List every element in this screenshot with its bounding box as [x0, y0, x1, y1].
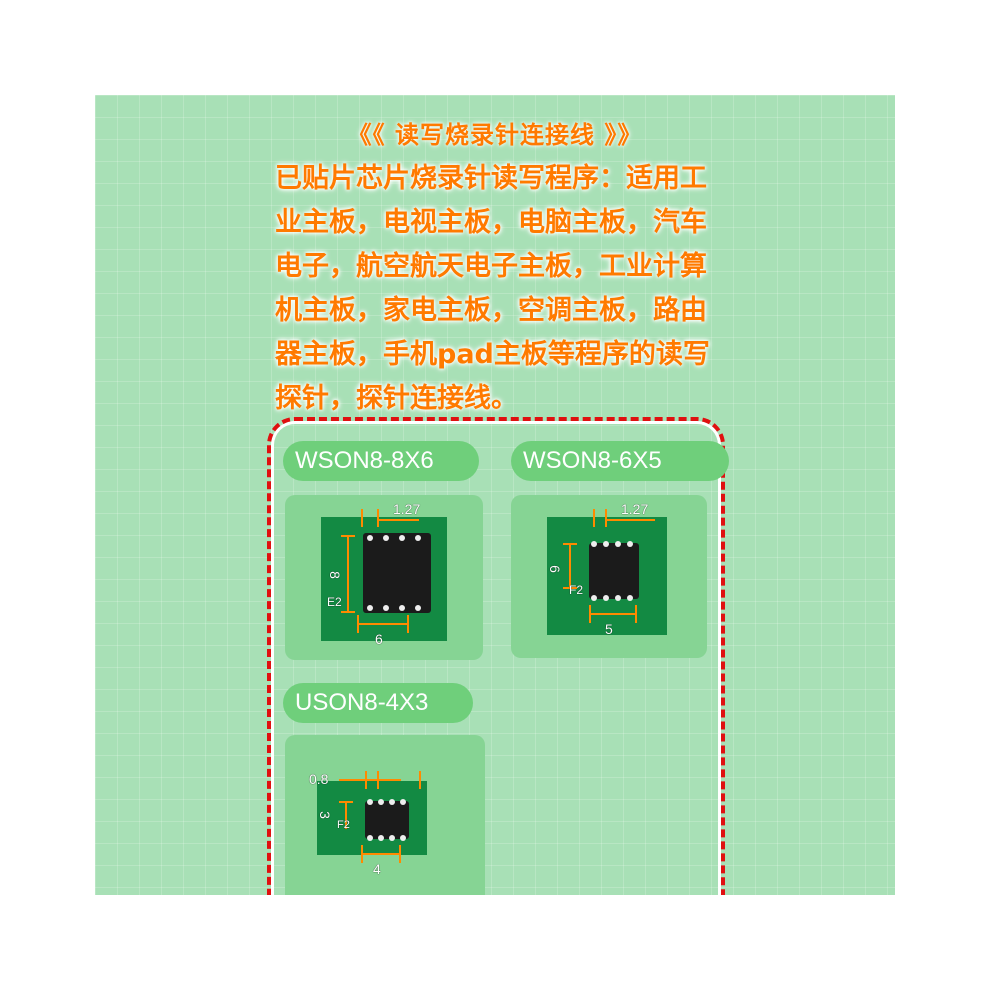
package-label-wson8-6x5: WSON8-6X5	[511, 441, 729, 481]
pitch-dimension: 1.27	[393, 501, 421, 517]
chip-marker: F2	[569, 583, 584, 597]
package-image-wson8-8x6: 1.27 8 E2 6	[285, 495, 483, 660]
chip	[363, 533, 431, 613]
pitch-dimension: 0.8	[309, 771, 329, 787]
width-dimension: 6	[375, 631, 383, 647]
height-dimension: 6	[546, 565, 563, 573]
description-text: 已贴片芯片烧录针读写程序：适用工业主板，电视主板，电脑主板，汽车电子，航空航天电…	[275, 163, 710, 414]
chip	[365, 801, 409, 839]
width-dimension: 5	[605, 621, 613, 637]
height-dimension: 3	[316, 811, 333, 819]
chip	[589, 543, 639, 599]
package-frame	[267, 417, 725, 895]
pitch-dimension: 1.27	[621, 501, 649, 517]
width-dimension: 4	[373, 861, 381, 877]
height-dimension: 8	[326, 571, 343, 579]
package-label-uson8-4x3: USON8-4X3	[283, 683, 473, 723]
chip-marker: E2	[327, 595, 342, 609]
package-image-uson8-4x3: 0.8 3 F2 4	[285, 735, 485, 895]
page-title: 《《 读写烧录针连接线 》》	[347, 121, 643, 149]
chip-marker: F2	[337, 819, 350, 831]
package-label-wson8-8x6: WSON8-8X6	[283, 441, 479, 481]
product-panel: 《《 读写烧录针连接线 》》 已贴片芯片烧录针读写程序：适用工业主板，电视主板，…	[95, 95, 895, 895]
package-image-wson8-6x5: 1.27 6 F2 5	[511, 495, 707, 658]
